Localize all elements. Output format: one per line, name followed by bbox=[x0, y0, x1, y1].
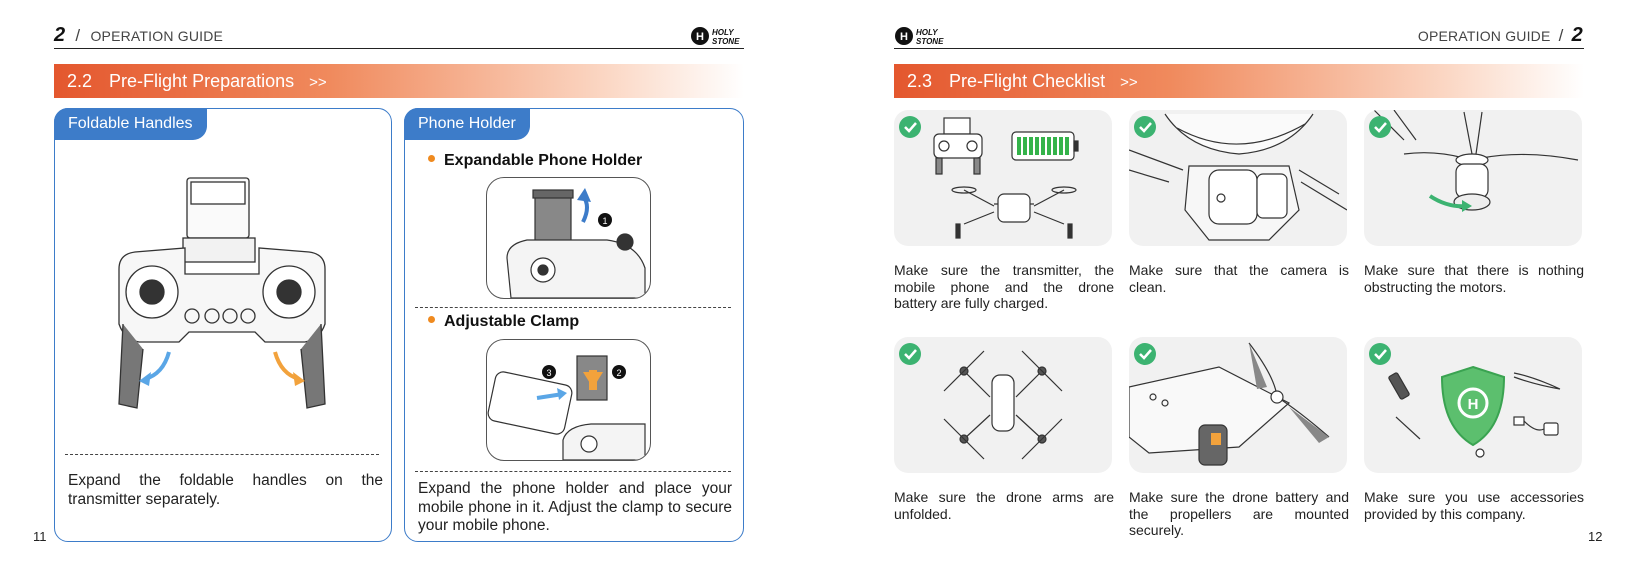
check-card-accessories: H bbox=[1364, 337, 1582, 473]
svg-text:H: H bbox=[900, 31, 908, 43]
caption-arms: Make sure the drone arms are unfolded. bbox=[894, 489, 1114, 522]
expandable-phone-holder-heading: Expandable Phone Holder bbox=[428, 152, 642, 170]
caption-battery: Make sure the drone battery and the prop… bbox=[1129, 489, 1349, 538]
check-card-motors bbox=[1364, 110, 1582, 246]
phone-holder-panel: Phone Holder Expandable Phone Holder 1 A… bbox=[404, 108, 744, 542]
marker-1: 1 bbox=[602, 216, 607, 226]
check-card-arms bbox=[894, 337, 1112, 473]
header-title: OPERATION GUIDE bbox=[90, 28, 224, 44]
camera-clean-illustration bbox=[1129, 113, 1347, 241]
header-title: OPERATION GUIDE bbox=[1417, 28, 1551, 44]
svg-text:H: H bbox=[696, 31, 704, 43]
phone-holder-tab: Phone Holder bbox=[404, 108, 530, 140]
holy-stone-logo: H HOLY STONE bbox=[691, 27, 740, 46]
section-title: Pre-Flight Preparations bbox=[109, 71, 295, 91]
section-arrows: >> bbox=[309, 74, 327, 91]
expandable-holder-illustration: 1 bbox=[486, 177, 651, 299]
section-arrows: >> bbox=[1120, 74, 1138, 91]
svg-text:HOLY: HOLY bbox=[712, 28, 734, 37]
section-number: 2.3 bbox=[907, 71, 933, 91]
unfolded-arms-illustration bbox=[943, 350, 1063, 460]
checkmark-icon bbox=[1369, 343, 1391, 365]
caption-motors: Make sure that there is nothing obstruct… bbox=[1364, 262, 1584, 295]
chapter-number: 2 bbox=[1571, 24, 1583, 46]
foldable-handles-panel: Foldable Handles bbox=[54, 108, 392, 542]
svg-text:H: H bbox=[1468, 396, 1479, 413]
phone-holder-description: Expand the phone holder and place your m… bbox=[418, 480, 732, 534]
svg-text:STONE: STONE bbox=[916, 37, 944, 46]
check-card-charged bbox=[894, 110, 1112, 246]
handles-description: Expand the foldable handles on the trans… bbox=[68, 472, 383, 508]
holy-stone-logo: H HOLY STONE bbox=[895, 27, 944, 46]
check-card-camera bbox=[1129, 110, 1347, 246]
section-number: 2.2 bbox=[67, 71, 93, 91]
transmitter-illustration bbox=[118, 177, 326, 409]
foldable-handles-tab: Foldable Handles bbox=[54, 108, 207, 140]
header-slash: / bbox=[75, 26, 81, 45]
chapter-number: 2 bbox=[54, 24, 66, 46]
accessories-shield-illustration: H bbox=[1388, 365, 1561, 458]
page-number-left: 11 bbox=[33, 529, 47, 544]
caption-accessories: Make sure you use accessories provided b… bbox=[1364, 489, 1584, 522]
divider bbox=[415, 307, 731, 308]
svg-text:HOLY: HOLY bbox=[916, 28, 938, 37]
right-header: OPERATION GUIDE / 2 bbox=[1418, 24, 1583, 47]
checkmark-icon bbox=[1134, 343, 1156, 365]
header-rule bbox=[894, 48, 1584, 49]
divider bbox=[415, 471, 731, 472]
header-slash: / bbox=[1558, 26, 1564, 45]
checkmark-icon bbox=[1134, 116, 1156, 138]
marker-3: 3 bbox=[546, 368, 551, 378]
page-number-right: 12 bbox=[1588, 529, 1603, 544]
marker-2: 2 bbox=[616, 368, 621, 378]
checkmark-icon bbox=[899, 343, 921, 365]
caption-camera: Make sure that the camera is clean. bbox=[1129, 262, 1349, 295]
section-title: Pre-Flight Checklist bbox=[949, 71, 1106, 91]
header-rule bbox=[54, 48, 744, 49]
motor-illustration bbox=[1373, 110, 1579, 212]
section-bar-2-3: 2.3 Pre-Flight Checklist >> bbox=[894, 64, 1584, 98]
svg-text:STONE: STONE bbox=[712, 37, 740, 46]
left-header: 2 / OPERATION GUIDE bbox=[54, 24, 223, 47]
check-card-battery bbox=[1129, 337, 1347, 473]
section-bar-2-2: 2.2 Pre-Flight Preparations >> bbox=[54, 64, 744, 98]
adjustable-clamp-heading: Adjustable Clamp bbox=[428, 313, 579, 331]
checkmark-icon bbox=[1369, 116, 1391, 138]
charged-devices-illustration bbox=[933, 117, 1079, 239]
adjustable-clamp-illustration: 3 2 bbox=[486, 339, 651, 461]
battery-propeller-illustration bbox=[1129, 342, 1330, 466]
divider bbox=[65, 454, 379, 455]
caption-charged: Make sure the transmitter, the mobile ph… bbox=[894, 262, 1114, 311]
checkmark-icon bbox=[899, 116, 921, 138]
